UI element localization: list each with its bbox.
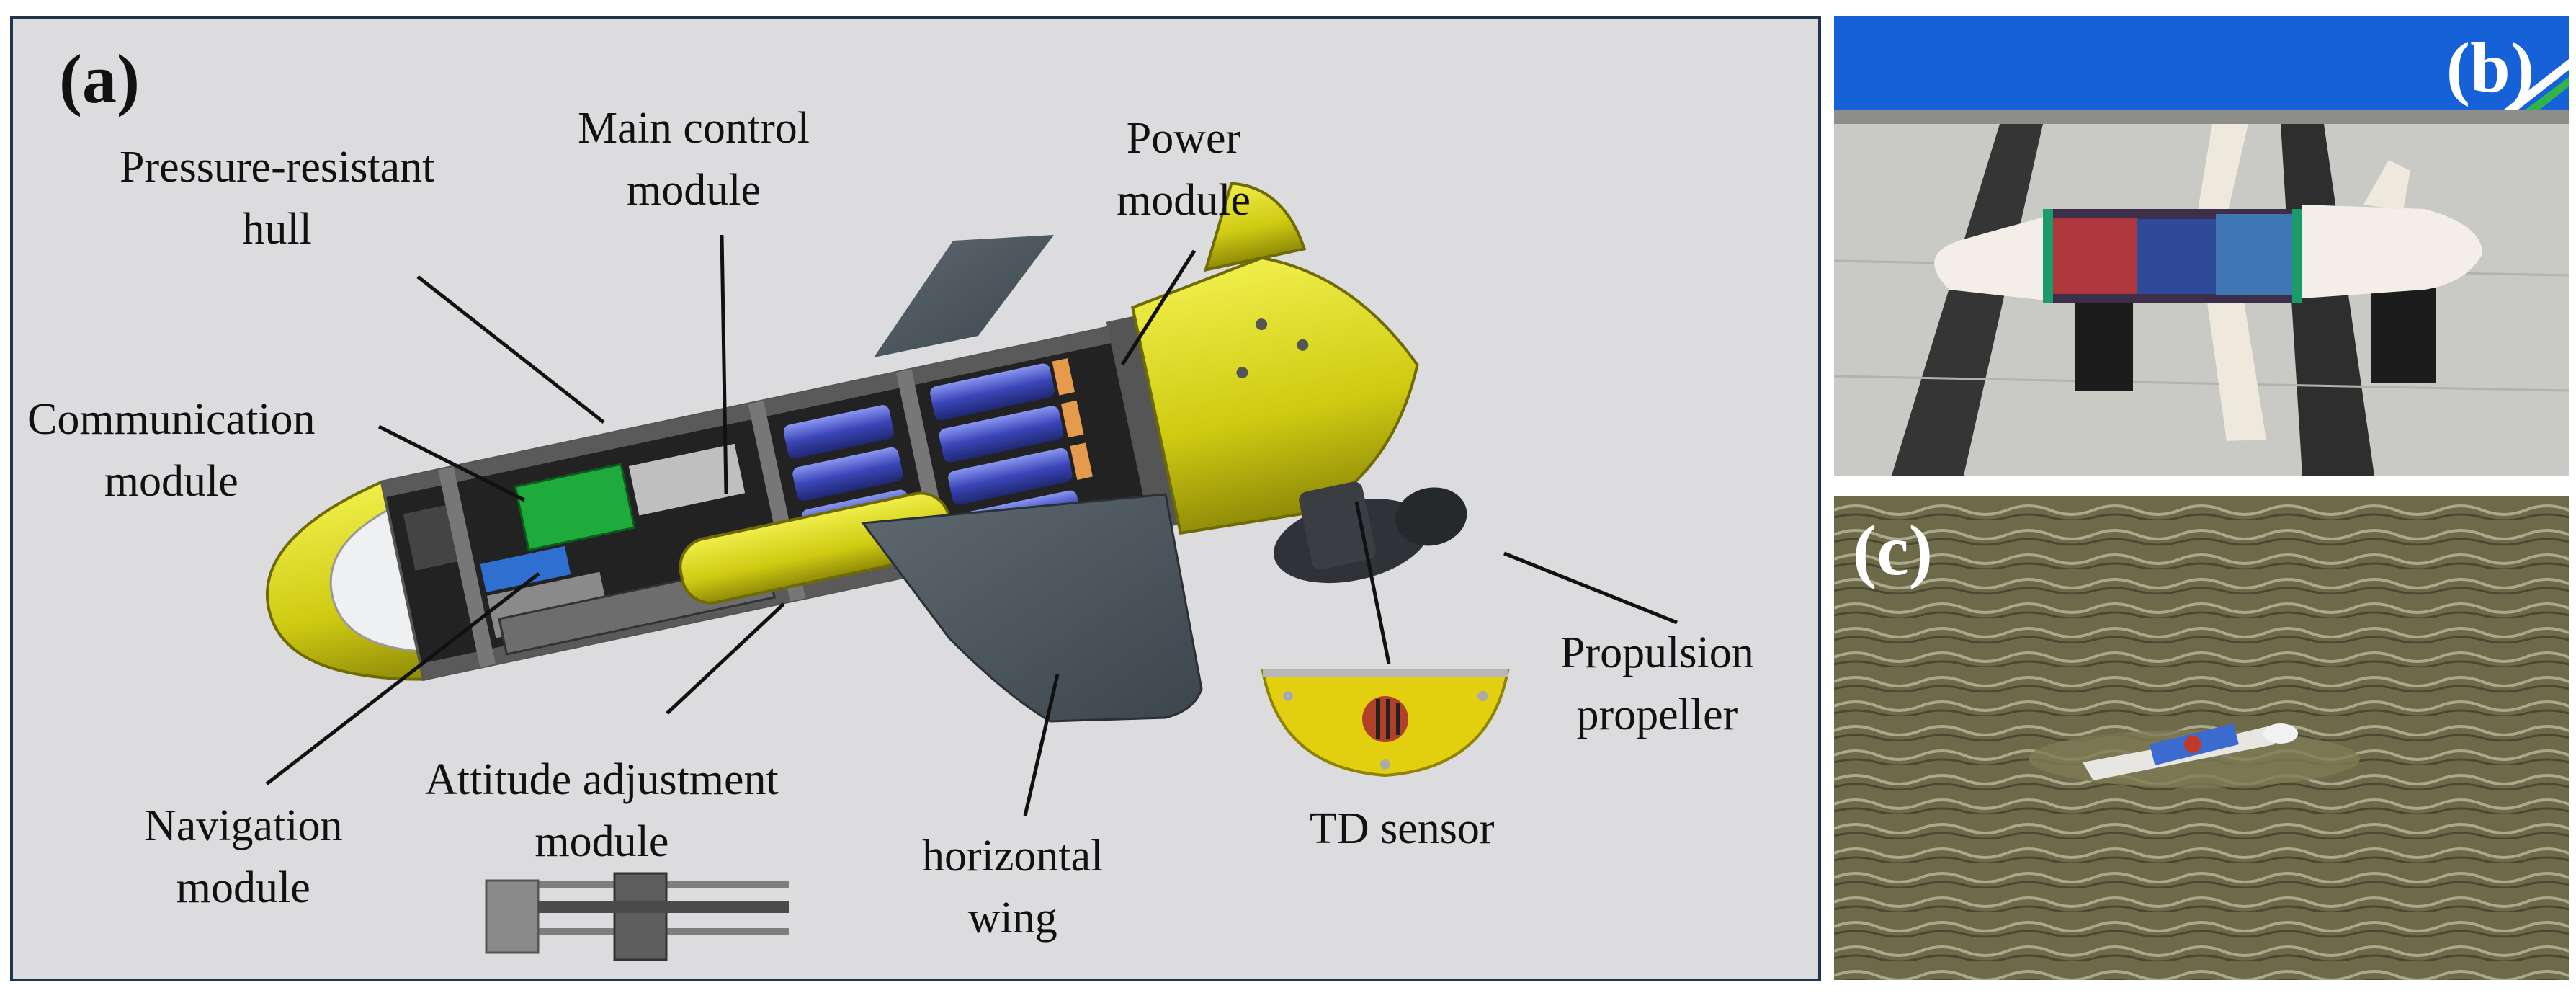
- label-line: Main control: [578, 104, 810, 153]
- glider-tail: [2302, 205, 2482, 298]
- label-line: module: [627, 165, 761, 215]
- label-navigation-module: Navigation module: [144, 796, 343, 919]
- propeller-housing: [1274, 481, 1467, 584]
- td-sensor-dome: [1261, 669, 1510, 778]
- glider-cutaway-illustration: [265, 182, 1678, 961]
- label-line: module: [104, 456, 238, 506]
- panel-c-letter: (c): [1853, 510, 1933, 590]
- glider-in-water: [2029, 723, 2360, 788]
- label-line: Pressure-resistant: [120, 143, 435, 192]
- label-pressure-resistant-hull: Pressure-resistant hull: [120, 137, 434, 260]
- horizontal-wing: [861, 493, 1203, 723]
- label-line: Communication: [27, 395, 316, 444]
- label-propulsion-propeller: Propulsion propeller: [1560, 623, 1754, 746]
- label-line: horizontal: [922, 832, 1104, 881]
- label-line: Attitude adjustment: [425, 755, 779, 804]
- label-td-sensor: TD sensor: [1310, 804, 1495, 853]
- label-line: module: [1117, 175, 1251, 225]
- label-line: Power: [1126, 114, 1241, 163]
- panel-a-schematic: (a) Pressure-resistant hull Main control…: [10, 16, 1821, 981]
- glider-prototype-photo: [1834, 16, 2569, 476]
- label-line: propeller: [1576, 690, 1738, 739]
- label-attitude-adjustment-module: Attitude adjustment module: [425, 749, 779, 873]
- main-control-board: [514, 463, 636, 552]
- tail-section: [1131, 256, 1419, 535]
- panel-b-photo: (b): [1834, 16, 2569, 476]
- glider-nose: [1934, 216, 2047, 300]
- label-line: Navigation: [144, 801, 343, 850]
- panel-b-letter: (b): [2446, 27, 2534, 107]
- label-line: hull: [242, 204, 312, 254]
- attitude-module-thumbnail: [485, 872, 789, 961]
- label-power-module: Power module: [1117, 108, 1251, 231]
- panel-c-photo: (c): [1834, 496, 2569, 980]
- label-line: module: [535, 816, 669, 866]
- label-line: Propulsion: [1560, 628, 1754, 677]
- label-horizontal-wing: horizontal wing: [922, 826, 1103, 949]
- glider-field-test-photo: [1834, 496, 2569, 980]
- label-line: wing: [967, 893, 1057, 943]
- label-line: module: [176, 863, 310, 912]
- label-main-control-module: Main control module: [578, 98, 810, 221]
- label-communication-module: Communication module: [27, 389, 316, 512]
- upper-wing: [874, 235, 1054, 357]
- leader-lines: [265, 234, 1678, 816]
- banner: [1834, 16, 2569, 110]
- panel-a-letter: (a): [59, 40, 140, 117]
